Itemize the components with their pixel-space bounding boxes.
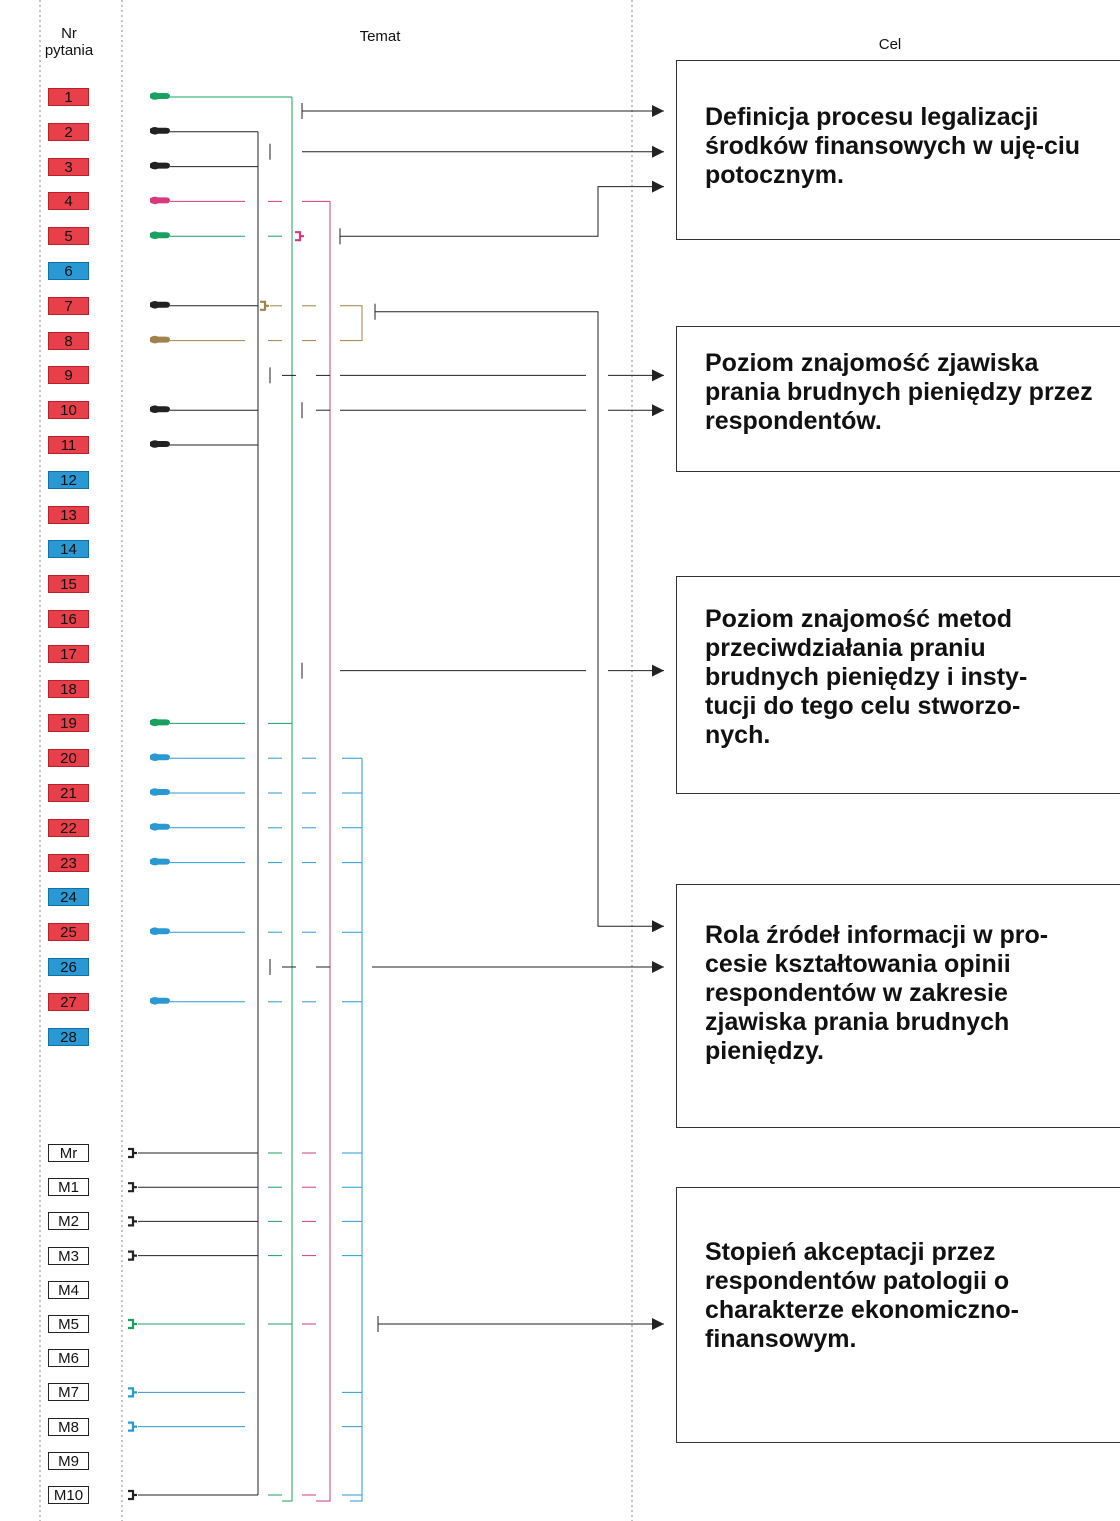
question-box-2: 2 [48,122,89,141]
question-box-6: 6 [48,262,89,280]
pointing-hand-icon [150,788,170,796]
connector-bracket-icon [128,1318,137,1330]
question-box-26: 26 [48,958,89,976]
metric-box-m4: M4 [48,1280,89,1299]
metric-box-m6: M6 [48,1349,89,1368]
pointing-hand-icon [150,301,170,309]
question-box-4: 4 [48,192,89,211]
connector-bracket-icon [128,1387,137,1398]
connector-bracket-icon [128,1147,137,1159]
pointing-hand-icon [150,927,170,935]
connector-bracket-icon [260,300,269,311]
metric-box-m3: M3 [48,1246,89,1265]
question-box-28: 28 [48,1027,89,1046]
connector-path [340,305,363,342]
arrow-head-icon [652,664,664,677]
question-box-17: 17 [48,644,89,663]
pointing-hand-icon [150,196,170,205]
question-box-27: 27 [48,992,89,1011]
question-box-24: 24 [48,888,89,907]
header-temat: Temat [359,28,401,45]
question-box-21: 21 [48,784,89,802]
goal-text-2: Poziom znajomość zjawiska prania brudnyc… [705,349,1093,435]
metric-box-mr: Mr [48,1144,89,1162]
header-cel: Cel [878,36,902,53]
goal-text-4: Rola źródeł informacji w pro-cesie kszta… [705,921,1049,1065]
metric-box-m9: M9 [48,1451,89,1470]
arrow-head-icon [652,1318,664,1330]
pointing-hand-icon [150,335,170,344]
question-box-11: 11 [48,436,89,454]
header-nr-line1: Nr [61,25,77,42]
connector-path [350,1495,363,1502]
arrow-head-icon [652,105,664,117]
question-box-8: 8 [48,331,89,350]
goal-text-5: Stopień akceptacji przez respondentów pa… [705,1238,1019,1353]
goal-box-4: Rola źródeł informacji w pro-cesie kszta… [676,884,1120,1128]
question-box-14: 14 [48,540,89,559]
connector-path [316,1495,331,1502]
connector-bracket-icon [128,1421,137,1432]
connector-bracket-icon [128,1250,137,1261]
arrow-head-icon [652,404,664,417]
question-box-3: 3 [48,157,89,176]
goal-text-1: Definicja procesu legalizacji środków fi… [705,103,1081,189]
header-nr-pytania: Nr pytania [44,25,94,59]
metric-box-m7: M7 [48,1383,89,1402]
goal-box-3: Poziom znajomość metod przeciwdziałania … [676,576,1120,794]
pointing-hand-icon [150,92,170,100]
pointing-hand-icon [150,161,170,170]
arrow-head-icon [652,369,664,382]
pointing-hand-icon [150,440,170,448]
connector-path [340,186,664,237]
arrow-head-icon [652,180,664,193]
goal-text-3: Poziom znajomość metod przeciwdziałania … [705,605,1028,749]
arrow-head-icon [652,920,664,933]
question-box-12: 12 [48,470,89,489]
header-nr-line2: pytania [44,42,94,59]
question-box-5: 5 [48,227,89,246]
question-box-20: 20 [48,749,89,768]
question-box-16: 16 [48,610,89,628]
question-box-10: 10 [48,401,89,420]
question-box-18: 18 [48,679,89,698]
pointing-hand-icon [150,718,170,727]
goal-box-5: Stopień akceptacji przez respondentów pa… [676,1187,1120,1443]
pointing-hand-icon [150,753,170,761]
question-box-9: 9 [48,366,89,385]
connector-bracket-icon [128,1489,137,1501]
question-box-23: 23 [48,853,89,872]
metric-box-m1: M1 [48,1178,89,1197]
question-box-15: 15 [48,575,89,594]
metric-box-m2: M2 [48,1212,89,1231]
pointing-hand-icon [150,405,170,413]
goal-box-2: Poziom znajomość zjawiska prania brudnyc… [676,326,1120,472]
connector-bracket-icon [128,1216,137,1227]
pointing-hand-icon [150,231,170,239]
pointing-hand-icon [150,857,170,866]
arrow-head-icon [652,961,664,973]
question-box-7: 7 [48,296,89,315]
goal-box-1: Definicja procesu legalizacji środków fi… [676,60,1120,240]
connector-bracket-icon [295,231,304,242]
metric-box-m10: M10 [48,1486,89,1504]
pointing-hand-icon [150,997,170,1005]
metric-box-m5: M5 [48,1315,89,1333]
pointing-hand-icon [150,823,170,831]
arrow-head-icon [652,145,664,158]
question-box-1: 1 [48,88,89,106]
connector-path [282,1495,293,1502]
question-box-25: 25 [48,923,89,942]
question-box-13: 13 [48,505,89,524]
question-box-19: 19 [48,714,89,733]
pointing-hand-icon [150,127,170,135]
connector-path [375,311,664,927]
connector-bracket-icon [128,1182,137,1193]
metric-box-m8: M8 [48,1417,89,1436]
question-box-22: 22 [48,818,89,837]
